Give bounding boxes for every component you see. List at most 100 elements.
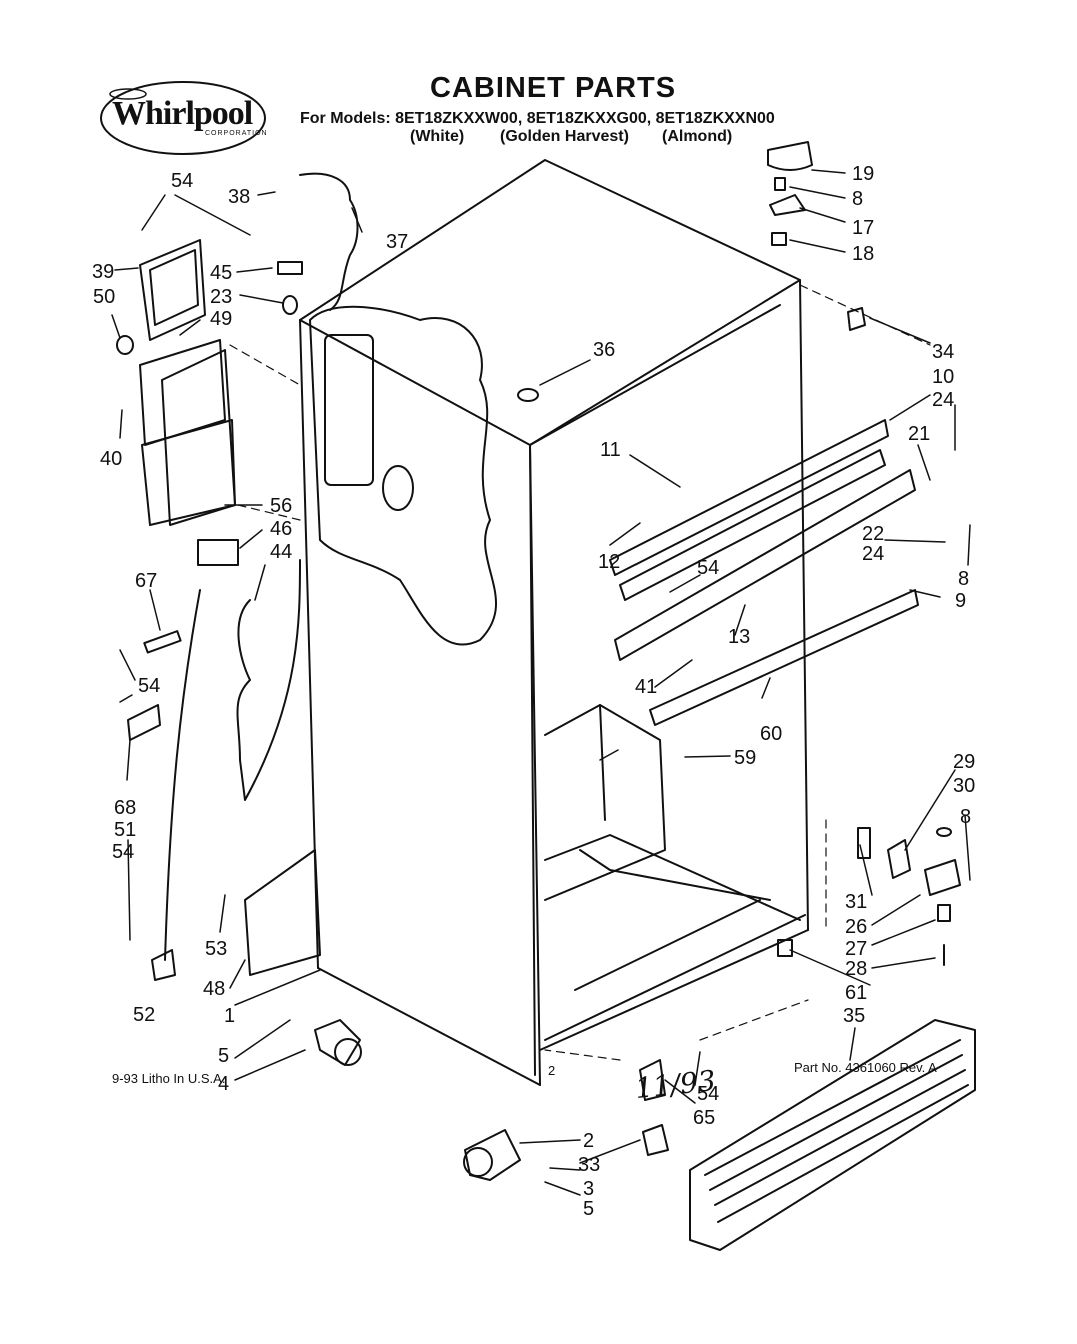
callout: 61 [845,982,867,1004]
callout: 44 [270,541,292,563]
callout: 49 [210,308,232,330]
callout: 17 [852,217,874,239]
callout: 54 [171,170,193,192]
screw-8-top [774,177,786,191]
callout: 33 [578,1154,600,1176]
brand-subtitle: CORPORATION [205,130,268,137]
color-white-label: (White) [410,128,465,145]
callout: 36 [593,339,615,361]
brand-name: Whirlpool [112,95,253,132]
callout: 54 [697,557,719,579]
callout: 2 [583,1130,594,1152]
clamp-68 [127,704,161,741]
callout: 65 [693,1107,715,1129]
plug-34 [847,307,866,331]
grommet-50 [116,335,134,355]
guide-lines [229,284,931,1061]
callout: 68 [114,797,136,819]
callout: 3 [583,1178,594,1200]
callout: 59 [734,747,756,769]
clamp-52 [151,949,176,981]
callout: 54 [138,675,160,697]
callout-labels: 1 2 3 4 5 5 8 8 8 9 10 11 12 13 17 18 19… [92,163,975,1220]
water-tube [164,589,201,961]
callout: 5 [218,1045,229,1067]
callout: 52 [133,1004,155,1026]
litho-note: 9-93 Litho In U.S.A. [112,1071,226,1086]
callout: 8 [852,188,863,210]
callout: 60 [760,723,782,745]
callout: 54 [697,1083,719,1105]
wire-harness [299,172,359,311]
callout: 31 [845,891,867,913]
callout: 13 [728,626,750,648]
toe-grille-35 [689,1019,976,1251]
callout: 18 [852,243,874,265]
callout: 46 [270,518,292,540]
callout: 4 [218,1073,229,1095]
bracket-65 [639,1059,666,1101]
drain-fitting [382,465,414,511]
callout: 38 [228,186,250,208]
callout: 67 [135,570,157,592]
clip-33 [642,1124,669,1156]
hinge-shim [771,232,787,246]
cabinet-body [299,159,809,1086]
fitting-46 [197,539,239,566]
callout: 37 [386,231,408,253]
callout: 24 [932,389,954,411]
callout: 51 [114,819,136,841]
roller-2 [463,1129,521,1181]
power-cord [236,559,301,801]
callout: 45 [210,262,232,284]
callout: 22 [862,523,884,545]
cutaway-outline [309,305,498,646]
connector-45 [277,261,303,275]
plug-36 [517,388,539,402]
callout: 56 [270,495,292,517]
callout: 24 [862,543,884,565]
models-line: For Models: 8ET18ZKXXW00, 8ET18ZKXXG00, … [300,110,775,127]
lower-hinge [777,827,961,966]
callout: 29 [953,751,975,773]
page-title: CABINET PARTS [430,72,677,104]
callout: 48 [203,978,225,1000]
callout: 28 [845,958,867,980]
callout: 5 [583,1198,594,1220]
color-golden-label: (Golden Harvest) [500,128,629,145]
callout: 8 [960,806,971,828]
callout: 30 [953,775,975,797]
callout: 1 [224,1005,235,1027]
callout: 27 [845,938,867,960]
clip-67 [143,630,182,654]
whirlpool-logo [100,81,266,155]
page-number: 2 [548,1063,556,1078]
callout: 12 [598,551,620,573]
callout: 11 [600,439,621,461]
callout: 35 [843,1005,865,1027]
callout: 53 [205,938,227,960]
callout: 8 [958,568,969,590]
callout: 23 [210,286,232,308]
drain-opening [324,334,374,486]
shelf-rails [609,419,919,726]
callout: 34 [932,341,954,363]
hinge-top [769,194,806,216]
access-cover-48 [244,849,321,976]
callout: 10 [932,366,954,388]
callout: 21 [908,423,930,445]
hinge-top-cover [767,141,813,171]
roller-4 [314,1019,362,1066]
callout: 54 [112,841,134,863]
grommet-23 [282,295,298,315]
callout: 26 [845,916,867,938]
callout: 19 [852,163,874,185]
leader-lines [111,169,971,1196]
callout: 40 [100,448,122,470]
callout: 9 [955,590,966,612]
part-number: Part No. 4361060 Rev. A [794,1060,937,1075]
callout: 39 [92,261,114,283]
callout: 41 [635,676,657,698]
callout: 50 [93,286,115,308]
